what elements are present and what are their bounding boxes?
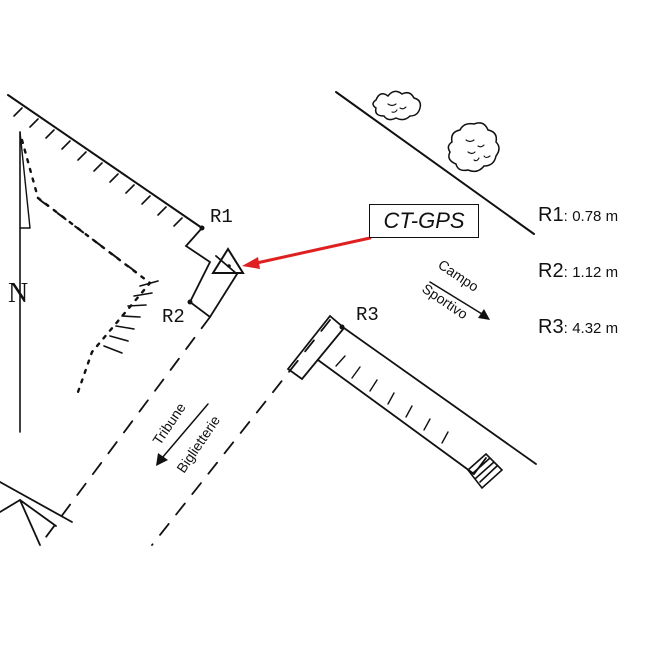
gps-pointer-arrow	[242, 236, 372, 269]
r3-marker	[339, 324, 345, 330]
ct-gps-label-box: CT-GPS	[369, 204, 479, 238]
distance-r2-sep: :	[563, 264, 568, 281]
r3-building	[286, 314, 537, 490]
distance-row-r1: R1: 0.78 m	[538, 204, 642, 234]
tree-icon	[372, 90, 422, 121]
campo-direction-arrow	[429, 281, 490, 320]
distance-row-r3: R3: 4.32 m	[538, 316, 642, 346]
field-boundary	[335, 91, 535, 235]
stadium-wall	[7, 94, 203, 229]
tribune-direction-arrow	[156, 403, 209, 466]
tree-icon	[447, 122, 500, 173]
r1-marker	[199, 225, 205, 231]
distance-r3-sep: :	[563, 320, 568, 337]
stand-outline	[20, 138, 159, 394]
road-lines	[39, 316, 331, 546]
distance-r2-value: 1.12 m	[572, 264, 619, 281]
r2-label: R2	[162, 306, 185, 328]
biglietterie-label: Biglietterie	[173, 412, 223, 475]
north-label: N	[8, 278, 28, 309]
distance-r1-sep: :	[563, 208, 568, 225]
corner-structure	[0, 481, 73, 546]
distance-r2-name: R2	[538, 260, 564, 282]
distance-r1-value: 0.78 m	[572, 208, 619, 225]
receiver-bracket	[184, 225, 239, 319]
tribune-label: Tribune	[149, 400, 189, 448]
north-arrow	[19, 131, 31, 433]
r3-label: R3	[356, 304, 379, 326]
distance-row-r2: R2: 1.12 m	[538, 260, 642, 290]
distance-r3-value: 4.32 m	[572, 320, 619, 337]
r2-marker	[187, 299, 193, 305]
distance-list: R1: 0.78 m R2: 1.12 m R3: 4.32 m	[538, 204, 642, 346]
r1-label: R1	[210, 206, 233, 228]
ct-gps-label: CT-GPS	[383, 208, 465, 233]
distance-r1-name: R1	[538, 204, 564, 226]
receiver-triangle-icon	[211, 247, 245, 274]
distance-r3-name: R3	[538, 316, 564, 338]
